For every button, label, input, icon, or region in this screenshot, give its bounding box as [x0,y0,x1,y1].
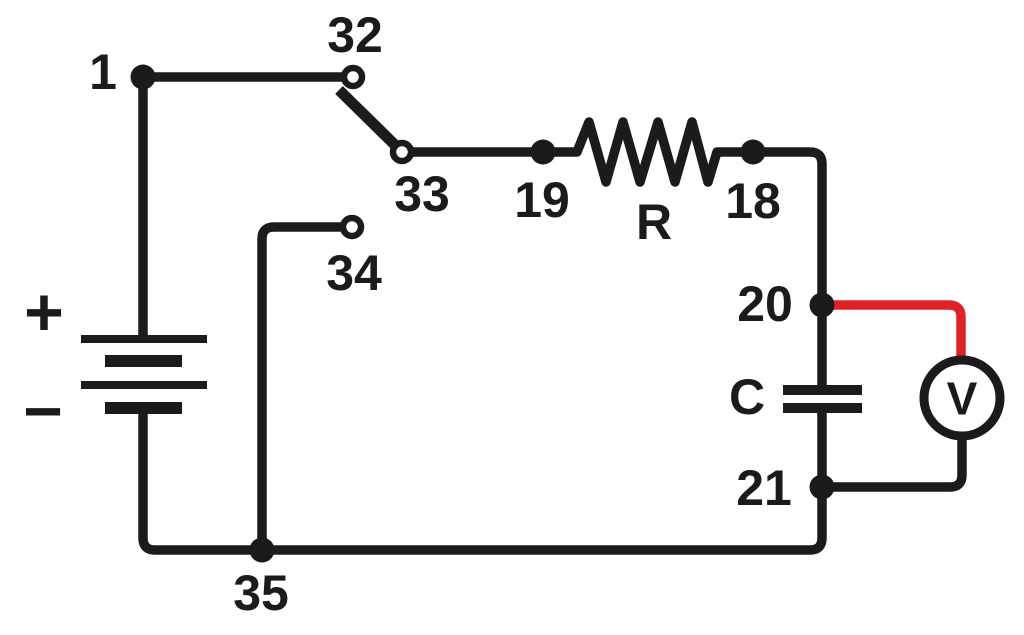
junction-node-20 [809,292,835,318]
capacitor-plate-bottom [783,403,862,413]
battery-plate-positive-long [81,381,207,389]
label-capacitor: C [729,369,765,425]
label-resistor: R [636,194,672,250]
label-node-35: 35 [233,565,289,621]
resistor-zigzag [543,117,753,187]
label-node-19: 19 [514,172,570,228]
label-node-18: 18 [725,173,781,229]
wire-node18-to-node20 [753,147,827,305]
voltmeter-body [919,355,1005,441]
voltmeter-label: V [947,373,978,425]
terminal-node-32 [340,64,366,90]
junction-node-19 [530,139,556,165]
battery-plate-negative-short [105,355,182,367]
label-node-20: 20 [737,276,793,332]
capacitor-plate-top [783,385,862,395]
switch-blade [335,86,400,150]
label-node-1: 1 [89,44,117,100]
wire-terminal34-branch-to-node35 [257,222,345,550]
battery-plate-positive-long [81,335,207,343]
wire-battery-bottom-to-node21 [138,410,827,555]
probe-wire-node20-to-voltmeter [824,300,966,356]
terminal-node-34 [339,214,365,240]
battery-plate-negative-short [105,402,182,414]
wire-voltmeter-to-node21 [824,440,967,492]
label-node-32: 32 [327,7,383,63]
junction-node-35 [249,537,275,563]
label-battery-minus: − [23,373,63,449]
junction-node-1 [130,64,156,90]
label-node-21: 21 [736,460,792,516]
label-node-33: 33 [394,166,450,222]
label-battery-plus: + [24,274,64,350]
terminal-node-33 [389,139,415,165]
label-node-34: 34 [326,245,382,301]
junction-node-21 [809,474,835,500]
junction-node-18 [740,139,766,165]
